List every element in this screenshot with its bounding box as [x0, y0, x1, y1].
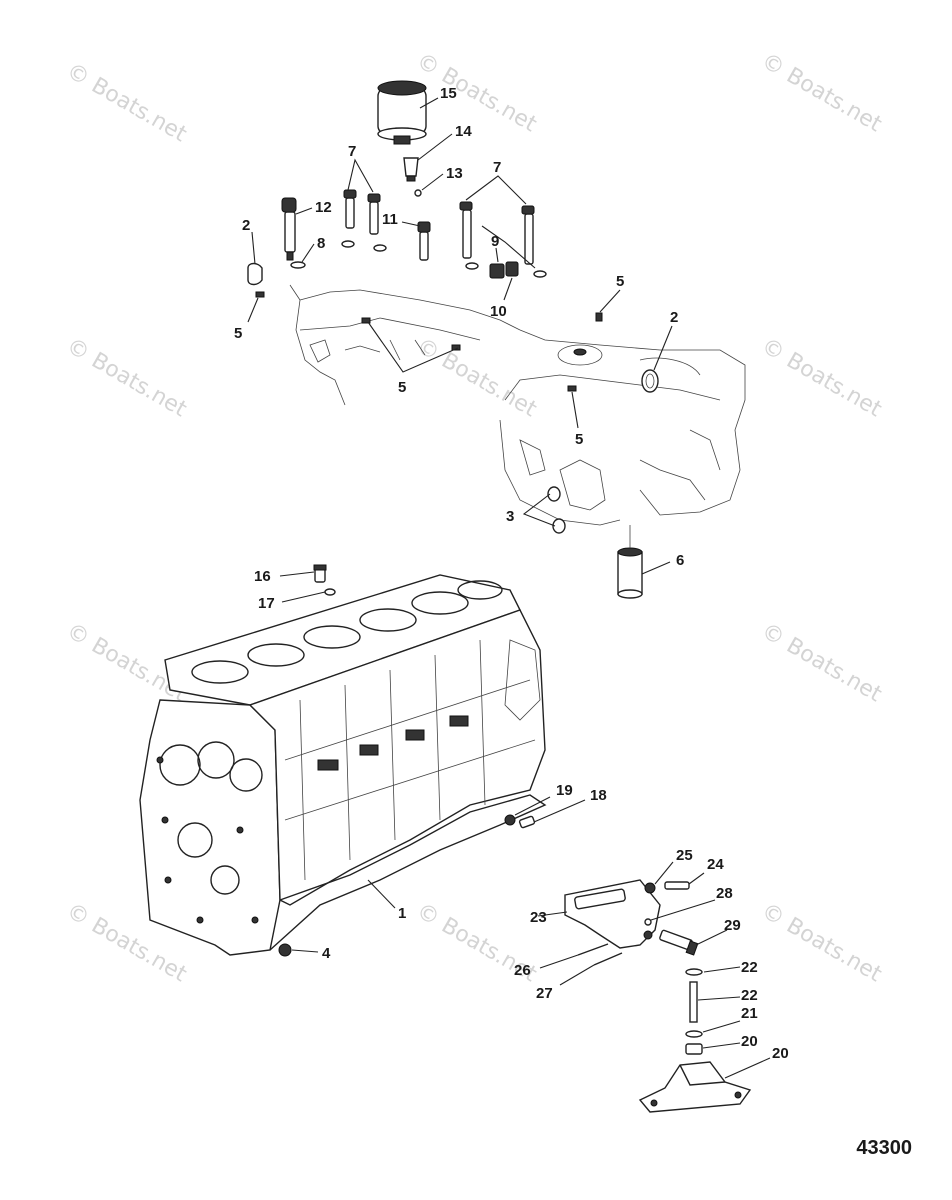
callout-11: 11: [382, 211, 398, 228]
callout-30: 29: [724, 917, 741, 934]
callout-2-left: 2: [242, 217, 250, 234]
part-11: [417, 221, 431, 261]
callout-27: 26: [514, 962, 531, 979]
callout-14: 14: [455, 123, 472, 140]
part-25: [664, 881, 690, 890]
callout-26: 25: [676, 847, 693, 864]
callout-29: 28: [716, 885, 733, 902]
callout-18: 18: [590, 787, 607, 804]
part-5-plug: [595, 312, 603, 322]
callout-5-c: 5: [616, 273, 624, 290]
part-8: [290, 261, 306, 269]
engine-block: [139, 574, 547, 957]
figure-number: 43300: [856, 1137, 912, 1159]
callout-9: 9: [491, 233, 499, 250]
callout-6: 6: [676, 552, 684, 569]
part-26: [644, 882, 656, 894]
watermark: © Boats.net: [757, 619, 886, 708]
part-29: [644, 918, 652, 926]
callout-21: 20: [741, 1033, 758, 1050]
callout-13: 13: [446, 165, 463, 182]
part-28: [593, 952, 623, 966]
watermark: © Boats.net: [62, 334, 191, 423]
watermark: © Boats.net: [412, 334, 541, 423]
callout-19: 19: [556, 782, 573, 799]
watermark: © Boats.net: [412, 49, 541, 138]
watermark: © Boats.net: [757, 49, 886, 138]
part-5-plug: [451, 344, 461, 351]
callout-15: 15: [440, 85, 457, 102]
part-19: [504, 814, 516, 826]
callout-5-b: 5: [398, 379, 406, 396]
part-17: [324, 588, 336, 596]
watermark: © Boats.net: [757, 334, 886, 423]
callout-16: 16: [254, 568, 271, 585]
callout-1: 1: [398, 905, 406, 922]
callout-7-right: 7: [493, 159, 501, 176]
callout-3: 3: [506, 508, 514, 525]
callout-2-right: 2: [670, 309, 678, 326]
part-30: [659, 929, 699, 956]
part-5-plug: [567, 385, 577, 392]
callout-17: 17: [258, 595, 275, 612]
callout-22-lower: 21: [741, 1005, 758, 1022]
callout-10: 10: [490, 303, 507, 320]
part-22-upper: [685, 968, 703, 976]
part-16: [313, 564, 327, 583]
callout-12: 12: [315, 199, 332, 216]
part-22-lower: [685, 1030, 703, 1038]
callout-7-left: 7: [348, 143, 356, 160]
part-27: [577, 943, 609, 956]
part-12: [281, 197, 297, 261]
part-6: [617, 525, 643, 599]
part-15: [377, 80, 427, 145]
part-2-right: [641, 369, 659, 393]
part-23: [689, 981, 698, 1023]
part-18: [518, 815, 536, 829]
callout-25: 24: [707, 856, 724, 873]
leader-lines: [247, 97, 771, 1079]
callout-20: 20: [772, 1045, 789, 1062]
part-5-plug: [361, 317, 371, 324]
injector-set-right: [459, 201, 547, 278]
part-20: [638, 1061, 752, 1113]
part-9: [489, 261, 519, 279]
callouts: 15 14 13 12 8 2 5 7 11 7 9 10 5 5 2 5 3 …: [234, 85, 789, 1062]
upper-engine-section: [289, 284, 746, 526]
part-14: [403, 157, 419, 182]
watermark: © Boats.net: [62, 59, 191, 148]
part-2-left: [247, 262, 263, 286]
part-21: [685, 1043, 703, 1055]
callout-23: 22: [741, 987, 758, 1004]
callout-8: 8: [317, 235, 325, 252]
part-24: [564, 879, 661, 949]
callout-4: 4: [322, 945, 331, 962]
part-3-plug: [552, 518, 566, 534]
callout-5-d: 5: [575, 431, 583, 448]
part-5-plug: [255, 291, 265, 298]
callout-24: 23: [530, 909, 547, 926]
part-13: [414, 189, 422, 197]
part-4: [278, 943, 292, 957]
callout-5-a: 5: [234, 325, 242, 342]
injector-set-left: [341, 189, 387, 252]
callout-28: 27: [536, 985, 553, 1002]
callout-22-upper: 22: [741, 959, 758, 976]
part-3-plug: [547, 486, 561, 502]
watermark: © Boats.net: [757, 899, 886, 988]
